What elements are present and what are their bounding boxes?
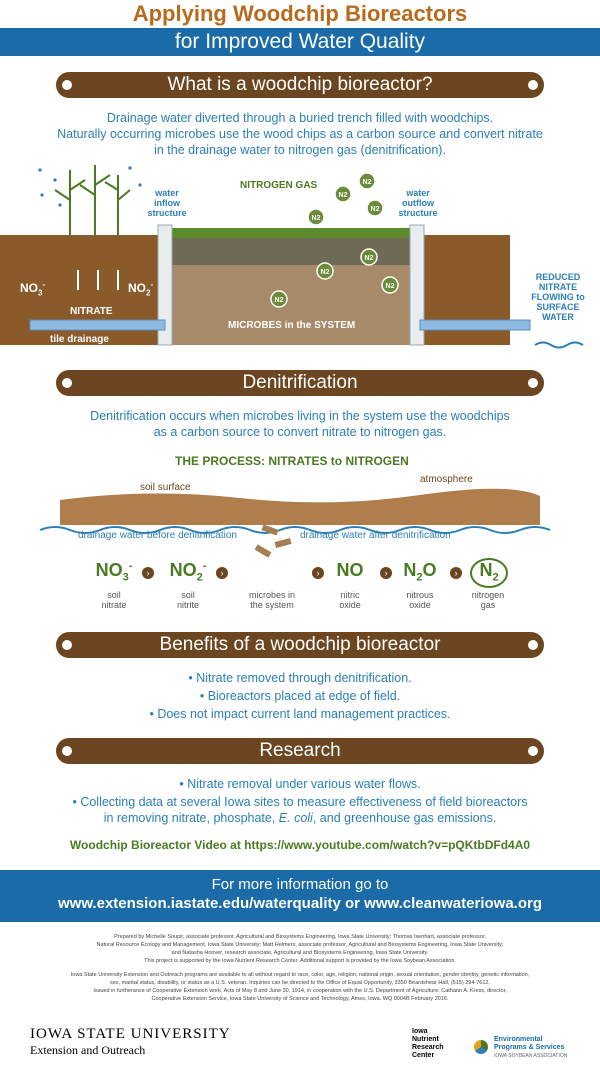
pill-dot-icon <box>528 640 538 650</box>
section-heading-benefits: Benefits of a woodchip bioreactor <box>56 632 544 658</box>
credits-8: Cooperative Extension Service, Iowa Stat… <box>151 996 449 1002</box>
credits-3: and Natasha Hoover, research associate, … <box>171 950 429 956</box>
n2-bubble-label: N2 <box>386 283 395 290</box>
n2-bubble-label: N2 <box>363 179 372 186</box>
pill-dot-icon <box>62 640 72 650</box>
benefit-bullet-1: • Nitrate removed through denitrificatio… <box>188 671 412 685</box>
woodchips <box>254 524 292 558</box>
arrow-icon: › <box>216 567 228 579</box>
grass-strip <box>172 228 410 238</box>
no2-label: NO2- <box>128 280 154 298</box>
chem-n2: N2 <box>470 558 508 588</box>
benefit-bullet-3: • Does not impact current land managemen… <box>149 707 451 721</box>
tile-pipe <box>29 319 166 331</box>
page-title: Applying Woodchip Bioreactors <box>132 1 468 26</box>
chem-no3: NO3- <box>95 560 133 584</box>
n2-bubbles <box>270 172 399 308</box>
section1-text-2: Naturally occurring microbes use the woo… <box>57 127 543 141</box>
eps-logo: Environmental Programs & Services IOWA S… <box>494 1036 568 1059</box>
credits-7: Issued in furtherance of Cooperative Ext… <box>93 988 507 994</box>
info-links[interactable]: www.extension.iastate.edu/waterquality o… <box>57 895 542 912</box>
pill-dot-icon <box>62 746 72 756</box>
water-outflow-label: water outflow structure <box>398 188 438 218</box>
process-title: THE PROCESS: NITRATES to NITROGEN <box>175 454 409 468</box>
pill-dot-icon <box>528 80 538 90</box>
n2-bubble-label: N2 <box>312 215 321 222</box>
surface-water-wave <box>534 341 584 349</box>
after-label: drainage water after denitrification <box>300 530 451 541</box>
before-label: drainage water before denitrification <box>78 530 237 541</box>
pill-dot-icon <box>528 746 538 756</box>
nitrate-arrows <box>77 270 119 290</box>
arrow-icon: › <box>450 567 462 579</box>
outflow-structure <box>409 224 425 346</box>
credits-6: sex, marital status, disability, or stat… <box>109 980 490 986</box>
outflow-pipe <box>419 319 531 331</box>
corn-plants <box>54 165 131 235</box>
n2-bubble-label: N2 <box>321 269 330 276</box>
arrow-icon: › <box>142 567 154 579</box>
isu-logo: Iowa State University Extension and Outr… <box>30 1026 231 1057</box>
rain-drops <box>38 166 142 207</box>
n2-bubble-label: N2 <box>275 297 284 304</box>
process-diagram <box>39 488 551 558</box>
arrow-icon: › <box>312 567 324 579</box>
soil-layer <box>60 488 540 525</box>
water-inflow-label: water inflow structure <box>147 188 187 218</box>
pill-dot-icon <box>62 80 72 90</box>
tile-drainage-label: tile drainage <box>50 334 109 345</box>
page-subtitle: for Improved Water Quality <box>0 28 600 56</box>
no3-label: NO3- <box>20 280 46 298</box>
section-heading-what-is: What is a woodchip bioreactor? <box>56 72 544 98</box>
info-bar: For more information go to www.extension… <box>0 870 600 922</box>
section-heading-denitrification: Denitrification <box>56 370 544 396</box>
credits-2: Natural Resource Ecology and Management,… <box>96 942 504 948</box>
nitrate-label: NITRATE <box>70 306 113 317</box>
chem-no2: NO2- <box>169 560 207 584</box>
atmosphere-label: atmosphere <box>420 474 473 485</box>
benefit-bullet-2: • Bioreactors placed at edge of field. <box>199 689 401 703</box>
water-line <box>39 526 551 534</box>
section2-text-2: as a carbon source to convert nitrate to… <box>153 425 447 439</box>
soil-surface-label: soil surface <box>140 482 191 493</box>
pill-dot-icon <box>528 378 538 388</box>
reduced-nitrate-label: REDUCED NITRATE FLOWING to SURFACE WATER <box>531 272 585 322</box>
pill-dot-icon <box>62 378 72 388</box>
section1-text-1: Drainage water diverted through a buried… <box>106 111 494 125</box>
eps-logo-icon <box>474 1040 488 1054</box>
research-bullet-1: • Nitrate removal under various water fl… <box>179 777 421 791</box>
microbes-label: MICROBES in the SYSTEM <box>228 320 356 331</box>
section-heading-research: Research <box>56 738 544 764</box>
research-bullet-2b: in removing nitrate, phosphate, E. coli,… <box>103 811 497 825</box>
info-line-1: For more information go to <box>211 876 389 893</box>
arrow-icon: › <box>380 567 392 579</box>
research-bullet-2a: • Collecting data at several Iowa sites … <box>72 795 528 809</box>
chem-no: NO <box>336 560 364 580</box>
nitrogen-gas-label: NITROGEN GAS <box>240 180 318 191</box>
section2-text-1: Denitrification occurs when microbes liv… <box>90 409 510 423</box>
credits-4: This project is supported by the Iowa Nu… <box>144 958 456 964</box>
credits-5: Iowa State University Extension and Outr… <box>70 972 530 978</box>
section1-text-3: in the drainage water to nitrogen gas (d… <box>154 143 446 157</box>
credits-1: Prepared by Michelle Soupir, associate p… <box>114 934 486 940</box>
inflow-structure <box>157 224 173 346</box>
n2-bubble-label: N2 <box>365 255 374 262</box>
n2-bubble-label: N2 <box>339 192 348 199</box>
n2-bubble-label: N2 <box>371 206 380 213</box>
chem-n2o: N2O <box>403 560 437 584</box>
video-link[interactable]: Woodchip Bioreactor Video at https://www… <box>69 838 531 852</box>
